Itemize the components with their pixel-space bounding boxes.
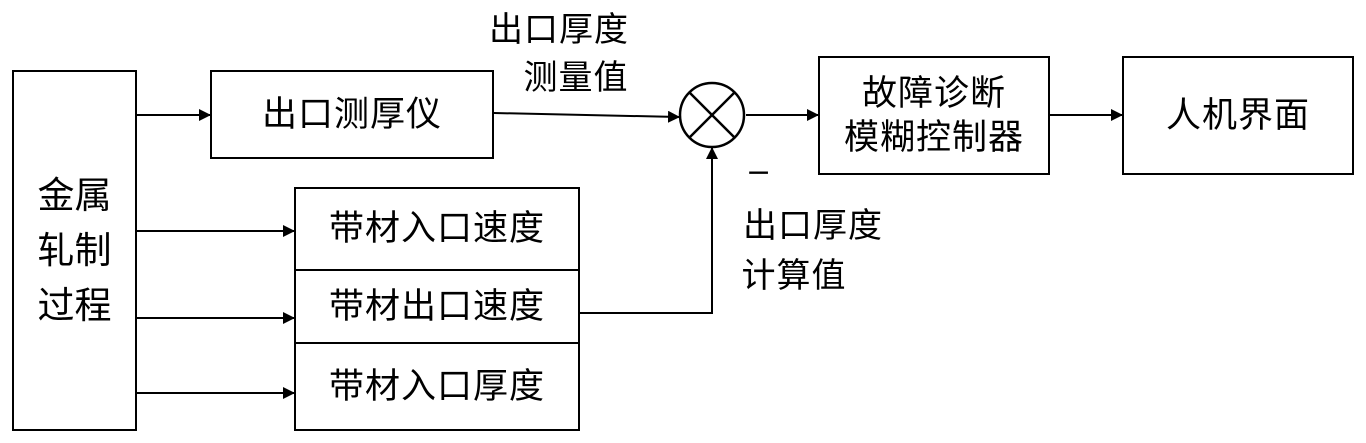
exit-thickness-gauge-label: 出口测厚仪 bbox=[261, 94, 442, 135]
hmi-block: 人机界面 bbox=[1122, 56, 1354, 175]
strip-entry-speed-label: 带材入口速度 bbox=[328, 209, 545, 249]
hmi-label: 人机界面 bbox=[1165, 95, 1310, 136]
strip-entry-speed-block: 带材入口速度 bbox=[294, 187, 580, 271]
measured-value-label-line2: 测量值 bbox=[523, 58, 629, 98]
strip-entry-thickness-label: 带材入口厚度 bbox=[328, 366, 545, 407]
measured-value-label-line1: 出口厚度 bbox=[489, 10, 629, 50]
minus-sign: − bbox=[746, 155, 772, 190]
arrow-calculated-to-junction bbox=[580, 147, 718, 314]
strip-exit-speed-block: 带材出口速度 bbox=[294, 269, 580, 344]
strip-entry-thickness-block: 带材入口厚度 bbox=[294, 342, 580, 431]
fault-diagnosis-label-line2: 模糊控制器 bbox=[843, 117, 1024, 158]
calculated-value-label-line2: 计算值 bbox=[741, 256, 847, 296]
calculated-value-label-line1: 出口厚度 bbox=[743, 206, 883, 246]
metal-rolling-process-label: 金属轧制过程 bbox=[37, 174, 112, 327]
metal-rolling-process-block: 金属轧制过程 bbox=[12, 70, 137, 431]
summing-junction bbox=[678, 81, 746, 149]
fault-diagnosis-controller-block: 故障诊断 模糊控制器 bbox=[818, 56, 1050, 175]
fault-diagnosis-label-line1: 故障诊断 bbox=[861, 73, 1006, 114]
strip-exit-speed-label: 带材出口速度 bbox=[328, 286, 545, 327]
exit-thickness-gauge-block: 出口测厚仪 bbox=[210, 70, 494, 159]
arrow-gauge-to-junction bbox=[493, 110, 680, 123]
